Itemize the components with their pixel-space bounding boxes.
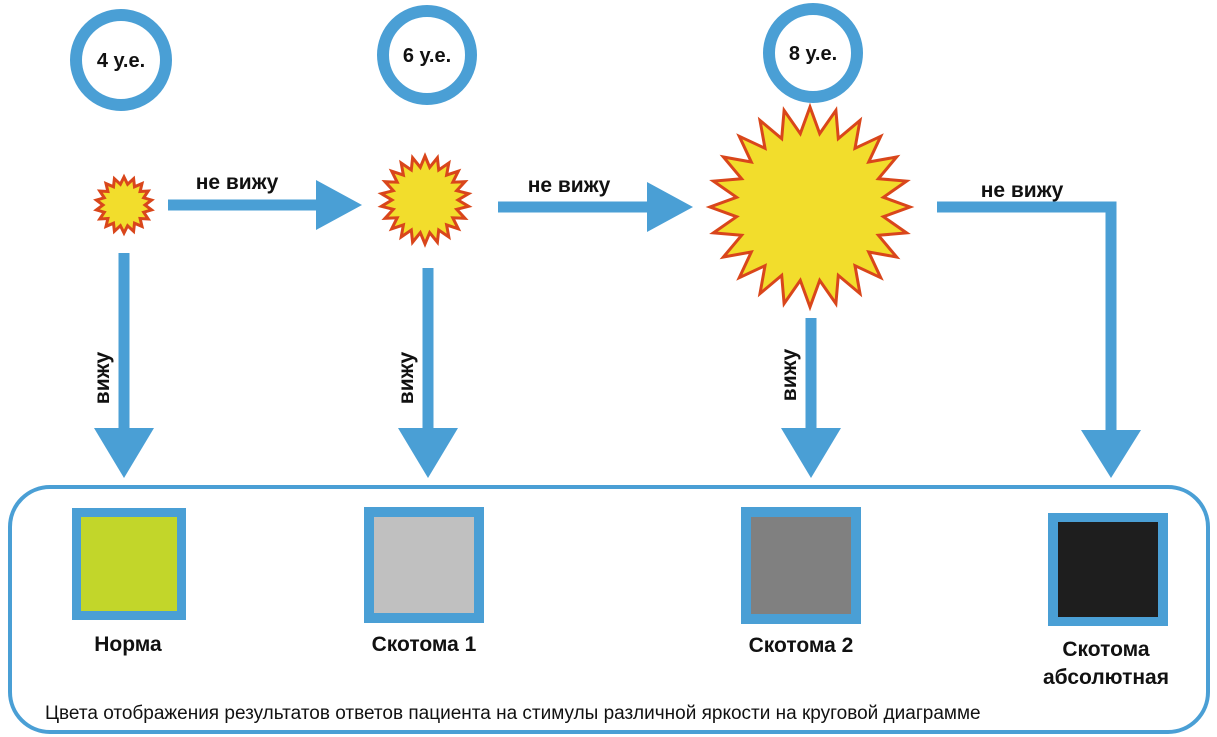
level-circle-2: 6 у.е.	[377, 5, 477, 105]
swatch-scotoma-1	[374, 517, 474, 613]
swatch-norm	[81, 517, 177, 611]
label-scotoma-1: Скотома 1	[372, 633, 477, 656]
result-scotoma-2: Скотома 2	[741, 507, 861, 657]
swatch-scotoma-absolute	[1058, 522, 1158, 617]
arrow-seen-3	[781, 318, 841, 478]
level-label-2: 6 у.е.	[403, 45, 451, 67]
label-not-seen-1: не вижу	[196, 171, 279, 194]
arrow-not-seen-2	[498, 182, 693, 232]
label-scotoma-absolute-line1: Скотома	[1062, 638, 1150, 661]
level-circle-3: 8 у.е.	[763, 3, 863, 103]
stimulus-medium-icon	[377, 152, 473, 248]
caption: Цвета отображения результатов ответов па…	[45, 703, 981, 724]
arrow-seen-1	[94, 253, 154, 478]
label-not-seen-2: не вижу	[528, 174, 611, 197]
label-seen-2: вижу	[395, 351, 418, 404]
label-not-seen-3: не вижу	[981, 179, 1064, 202]
level-circle-1: 4 у.е.	[70, 9, 172, 111]
label-seen-3: вижу	[778, 348, 801, 401]
level-label-1: 4 у.е.	[97, 50, 145, 72]
results-panel	[8, 485, 1210, 734]
result-scotoma-1: Скотома 1	[364, 507, 484, 656]
arrow-seen-2	[398, 268, 458, 478]
stimulus-large-icon	[705, 102, 915, 312]
result-norm: Норма	[72, 508, 186, 656]
label-scotoma-absolute-line2: абсолютная	[1043, 666, 1169, 689]
stimulus-small-icon	[93, 173, 155, 237]
arrow-not-seen-3	[937, 201, 1141, 478]
level-label-3: 8 у.е.	[789, 43, 837, 65]
arrow-not-seen-1	[168, 180, 362, 230]
label-norm: Норма	[94, 633, 162, 656]
result-scotoma-absolute: Скотома абсолютная	[1043, 513, 1169, 689]
swatch-scotoma-2	[751, 517, 851, 614]
label-seen-1: вижу	[91, 351, 114, 404]
label-scotoma-2: Скотома 2	[749, 634, 854, 657]
